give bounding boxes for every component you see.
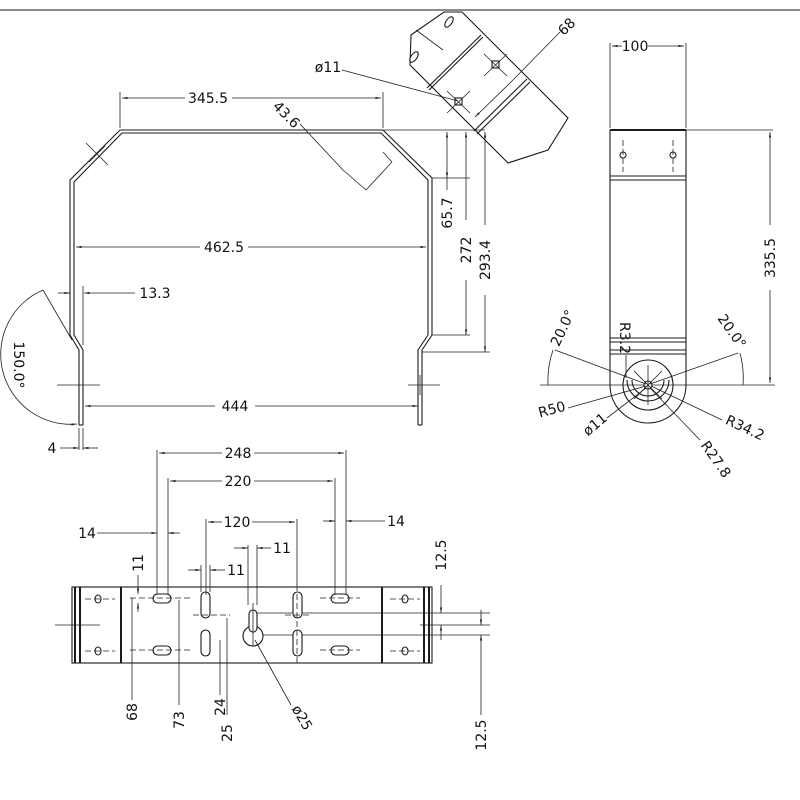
dim-68: 68 <box>125 703 141 721</box>
bracket-profile-outer <box>69 129 433 425</box>
dim-hole-25: ø25 <box>288 703 315 734</box>
dim-25: 25 <box>220 724 236 742</box>
dim-height-1: 65.7 <box>440 197 456 228</box>
dim-14-right: 14 <box>387 514 405 530</box>
dim-12-5-top: 12.5 <box>434 539 450 570</box>
dim-inner-width: 462.5 <box>204 240 244 256</box>
dim-side-r-small: R3.2 <box>616 322 632 354</box>
bracket-profile-inner <box>73 132 429 425</box>
dim-side-width: 100 <box>622 39 649 55</box>
dim-angle: 150.0° <box>10 341 26 388</box>
dim-side-height: 335.5 <box>763 238 779 278</box>
dim-height-2: 272 <box>459 237 475 264</box>
dim-detail-hole: ø11 <box>315 60 341 76</box>
dim-side-angle-right: 20.0° <box>714 311 749 351</box>
dim-side-angle-left: 20.0° <box>548 308 579 349</box>
dim-248: 248 <box>225 446 252 462</box>
dim-side-r27: R27.8 <box>697 438 734 481</box>
horizontal-slots <box>130 593 360 656</box>
dim-height-3: 293.4 <box>478 240 494 280</box>
dim-73: 73 <box>172 711 188 729</box>
dim-11-a: 11 <box>273 541 291 557</box>
center-mark <box>57 142 440 395</box>
dim-offset: 13.3 <box>139 286 170 302</box>
side-view: 100 335.5 20.0° 20.0° <box>537 39 779 481</box>
keyhole <box>242 603 264 647</box>
dim-detail-spacing: 68 <box>555 15 579 39</box>
dim-11-c: 11 <box>131 554 147 572</box>
vertical-slots <box>193 585 310 665</box>
dim-top-width: 345.5 <box>188 91 228 107</box>
dim-side-hole: ø11 <box>580 410 611 439</box>
detail-plate-outline <box>409 11 569 164</box>
detail-view: ø11 68 <box>315 11 579 164</box>
dim-side-r34: R34.2 <box>723 412 767 444</box>
dim-bottom-width: 444 <box>222 399 249 415</box>
front-view: 345.5 43.6 462.5 13.3 444 4 150.0° <box>0 91 494 457</box>
dim-14-left: 14 <box>78 526 96 542</box>
dim-12-5-bottom: 12.5 <box>474 719 490 750</box>
dim-chamfer: 43.6 <box>269 98 302 131</box>
dim-11-b: 11 <box>227 563 245 579</box>
hole-mark <box>446 53 508 114</box>
mount-holes <box>85 594 420 656</box>
dim-220: 220 <box>225 474 252 490</box>
dim-120: 120 <box>224 515 251 531</box>
dim-thickness: 4 <box>48 441 57 457</box>
plan-view: 248 220 120 14 14 11 11 <box>55 446 490 751</box>
side-body-outline <box>609 130 687 424</box>
dim-side-r50: R50 <box>537 399 568 422</box>
dim-24: 24 <box>213 698 229 716</box>
